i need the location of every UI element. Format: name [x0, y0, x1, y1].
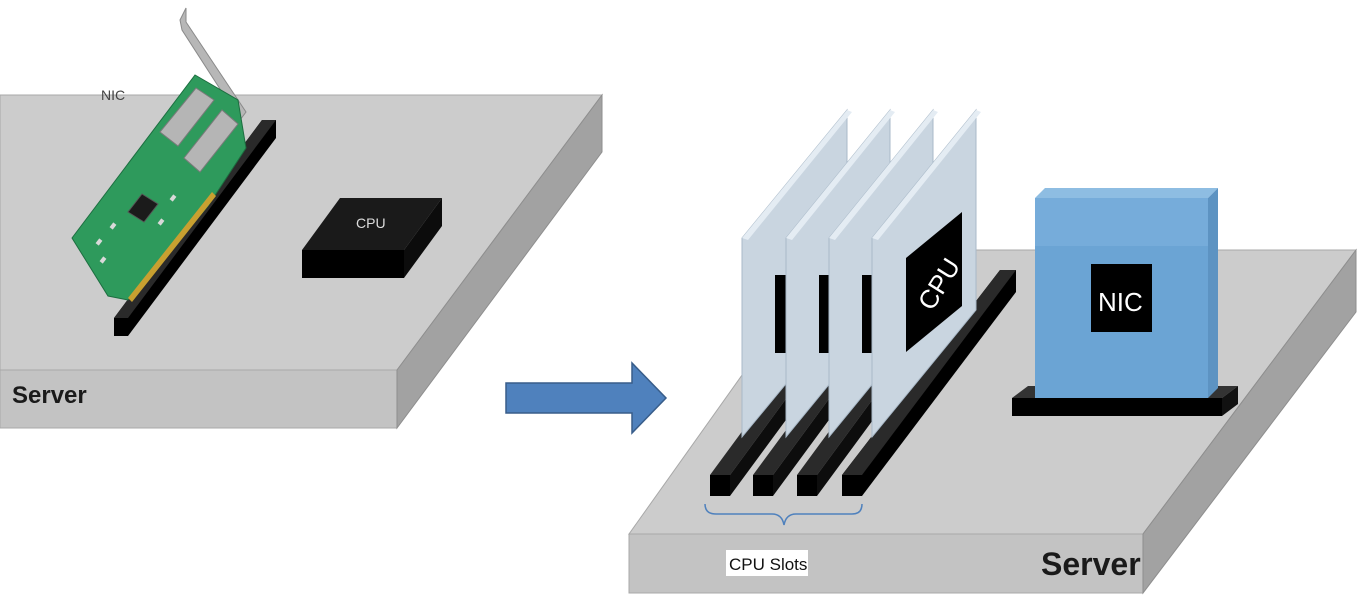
nic-box — [1012, 188, 1238, 416]
nic-box-top — [1035, 188, 1218, 198]
cpu-slot-4 — [842, 270, 1016, 496]
nic-card — [71, 7, 247, 302]
migration-arrow — [505, 361, 668, 435]
right-nic-label: NIC — [1098, 287, 1143, 317]
cpu-slots-brace — [704, 503, 863, 526]
left-server: Server NIC — [0, 7, 603, 430]
nic-chip — [1091, 264, 1152, 332]
left-server-label: Server — [12, 382, 87, 409]
nic-port-cage-2 — [183, 109, 239, 173]
left-cpu-chip — [302, 198, 442, 278]
nic-pcb — [71, 74, 247, 301]
nic-box-side — [1208, 188, 1218, 398]
left-server-side — [396, 93, 603, 430]
left-nic-label: NIC — [101, 87, 125, 103]
nic-port-cage-1 — [159, 87, 215, 147]
left-cpu-label: CPU — [356, 215, 386, 231]
right-server: Server — [628, 108, 1357, 595]
right-server-label: Server — [1041, 546, 1141, 582]
nic-gold-fingers — [128, 192, 216, 302]
right-server-side — [1142, 248, 1357, 595]
cpu-card-4-chip — [906, 212, 962, 352]
cpu-slots-label-bg — [726, 550, 808, 576]
nic-bracket — [179, 7, 247, 121]
cpu-card-4 — [871, 108, 981, 439]
cpu-slots-label: CPU Slots — [729, 555, 807, 574]
nic-chip — [127, 193, 159, 223]
